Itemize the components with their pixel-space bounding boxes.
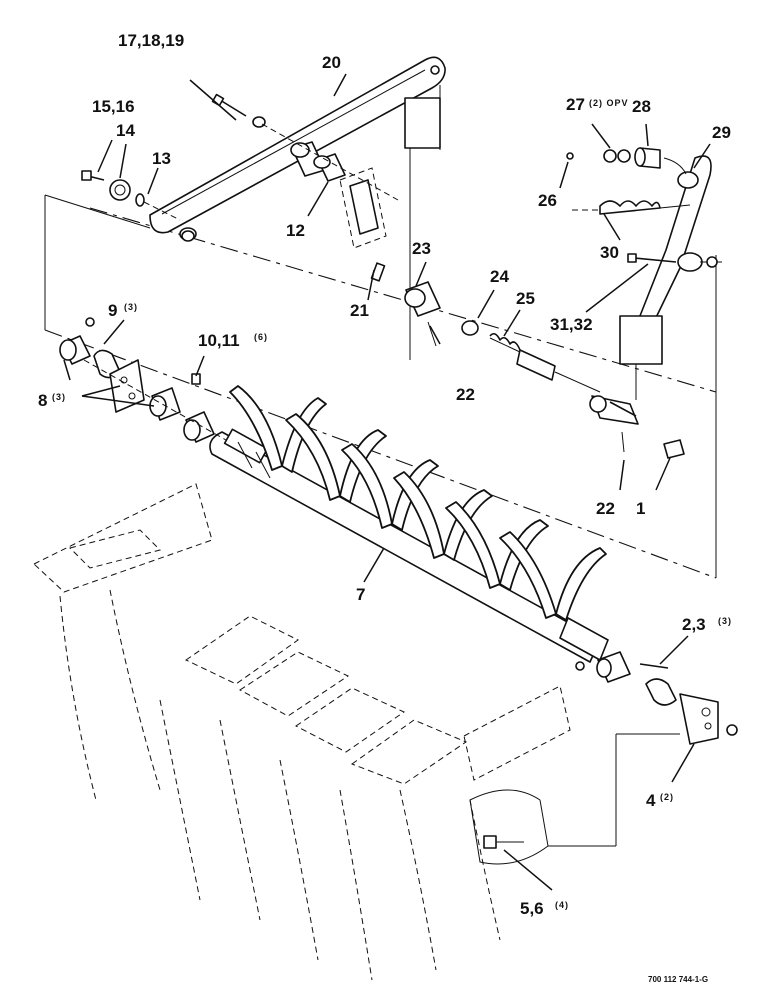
callout-31-32: 31,32 — [550, 315, 593, 334]
callout-8: 8 — [38, 391, 47, 410]
arm-part-29 — [619, 155, 722, 400]
callout-23: 23 — [412, 239, 431, 258]
bushing-part-12 — [290, 141, 387, 249]
callout-21: 21 — [350, 301, 369, 320]
callout-7: 7 — [356, 585, 365, 604]
callout-17-18-19: 17,18,19 — [118, 31, 184, 50]
hub-parts-13-16 — [81, 170, 195, 242]
callout-10-11-qty: (6) — [254, 332, 268, 342]
callout-5-6-qty: (4) — [555, 900, 569, 910]
callout-27-qty: (2) OPV — [589, 98, 629, 108]
callout-22-upper: 22 — [456, 385, 475, 404]
leader-arrows — [63, 73, 711, 891]
callout-24: 24 — [490, 267, 509, 286]
callout-22-lower: 22 — [596, 499, 615, 518]
callout-28: 28 — [632, 97, 651, 116]
callout-14: 14 — [116, 121, 135, 140]
callout-2-3: 2,3 — [682, 615, 706, 634]
callout-9: 9 — [108, 301, 117, 320]
rod-assembly-21-25 — [370, 262, 601, 393]
bolt-part-31-32 — [627, 253, 718, 268]
callout-labels: 17,18,19 20 15,16 14 13 12 21 23 24 25 2… — [38, 31, 732, 918]
reel-shaft-part-7 — [209, 428, 609, 663]
callout-9-qty: (3) — [124, 302, 138, 312]
bearing-parts-8-11 — [59, 317, 227, 443]
callout-20: 20 — [322, 53, 341, 72]
callout-13: 13 — [152, 149, 171, 168]
floor-panels — [33, 483, 571, 981]
drawing-number: 700 112 744-1-G — [648, 975, 708, 984]
callout-8-qty: (3) — [52, 392, 66, 402]
tines — [229, 385, 607, 621]
callout-1: 1 — [636, 499, 645, 518]
callout-2-3-qty: (3) — [718, 616, 732, 626]
callout-4-qty: (2) — [660, 792, 674, 802]
callout-29: 29 — [712, 123, 731, 142]
spring-part-30 — [572, 200, 691, 215]
bearing-parts-1-4 — [575, 395, 738, 745]
callout-4: 4 — [646, 791, 656, 810]
callout-5-6: 5,6 — [520, 899, 544, 918]
callout-10-11: 10,11 — [198, 331, 240, 350]
callout-12: 12 — [286, 221, 305, 240]
callout-15-16: 15,16 — [92, 97, 135, 116]
callout-30: 30 — [600, 243, 619, 262]
detail-panel-5-6 — [469, 733, 680, 865]
callout-27: 27 — [566, 95, 585, 114]
callout-26: 26 — [538, 191, 557, 210]
callout-25: 25 — [516, 289, 535, 308]
parts-26-28 — [566, 147, 687, 175]
